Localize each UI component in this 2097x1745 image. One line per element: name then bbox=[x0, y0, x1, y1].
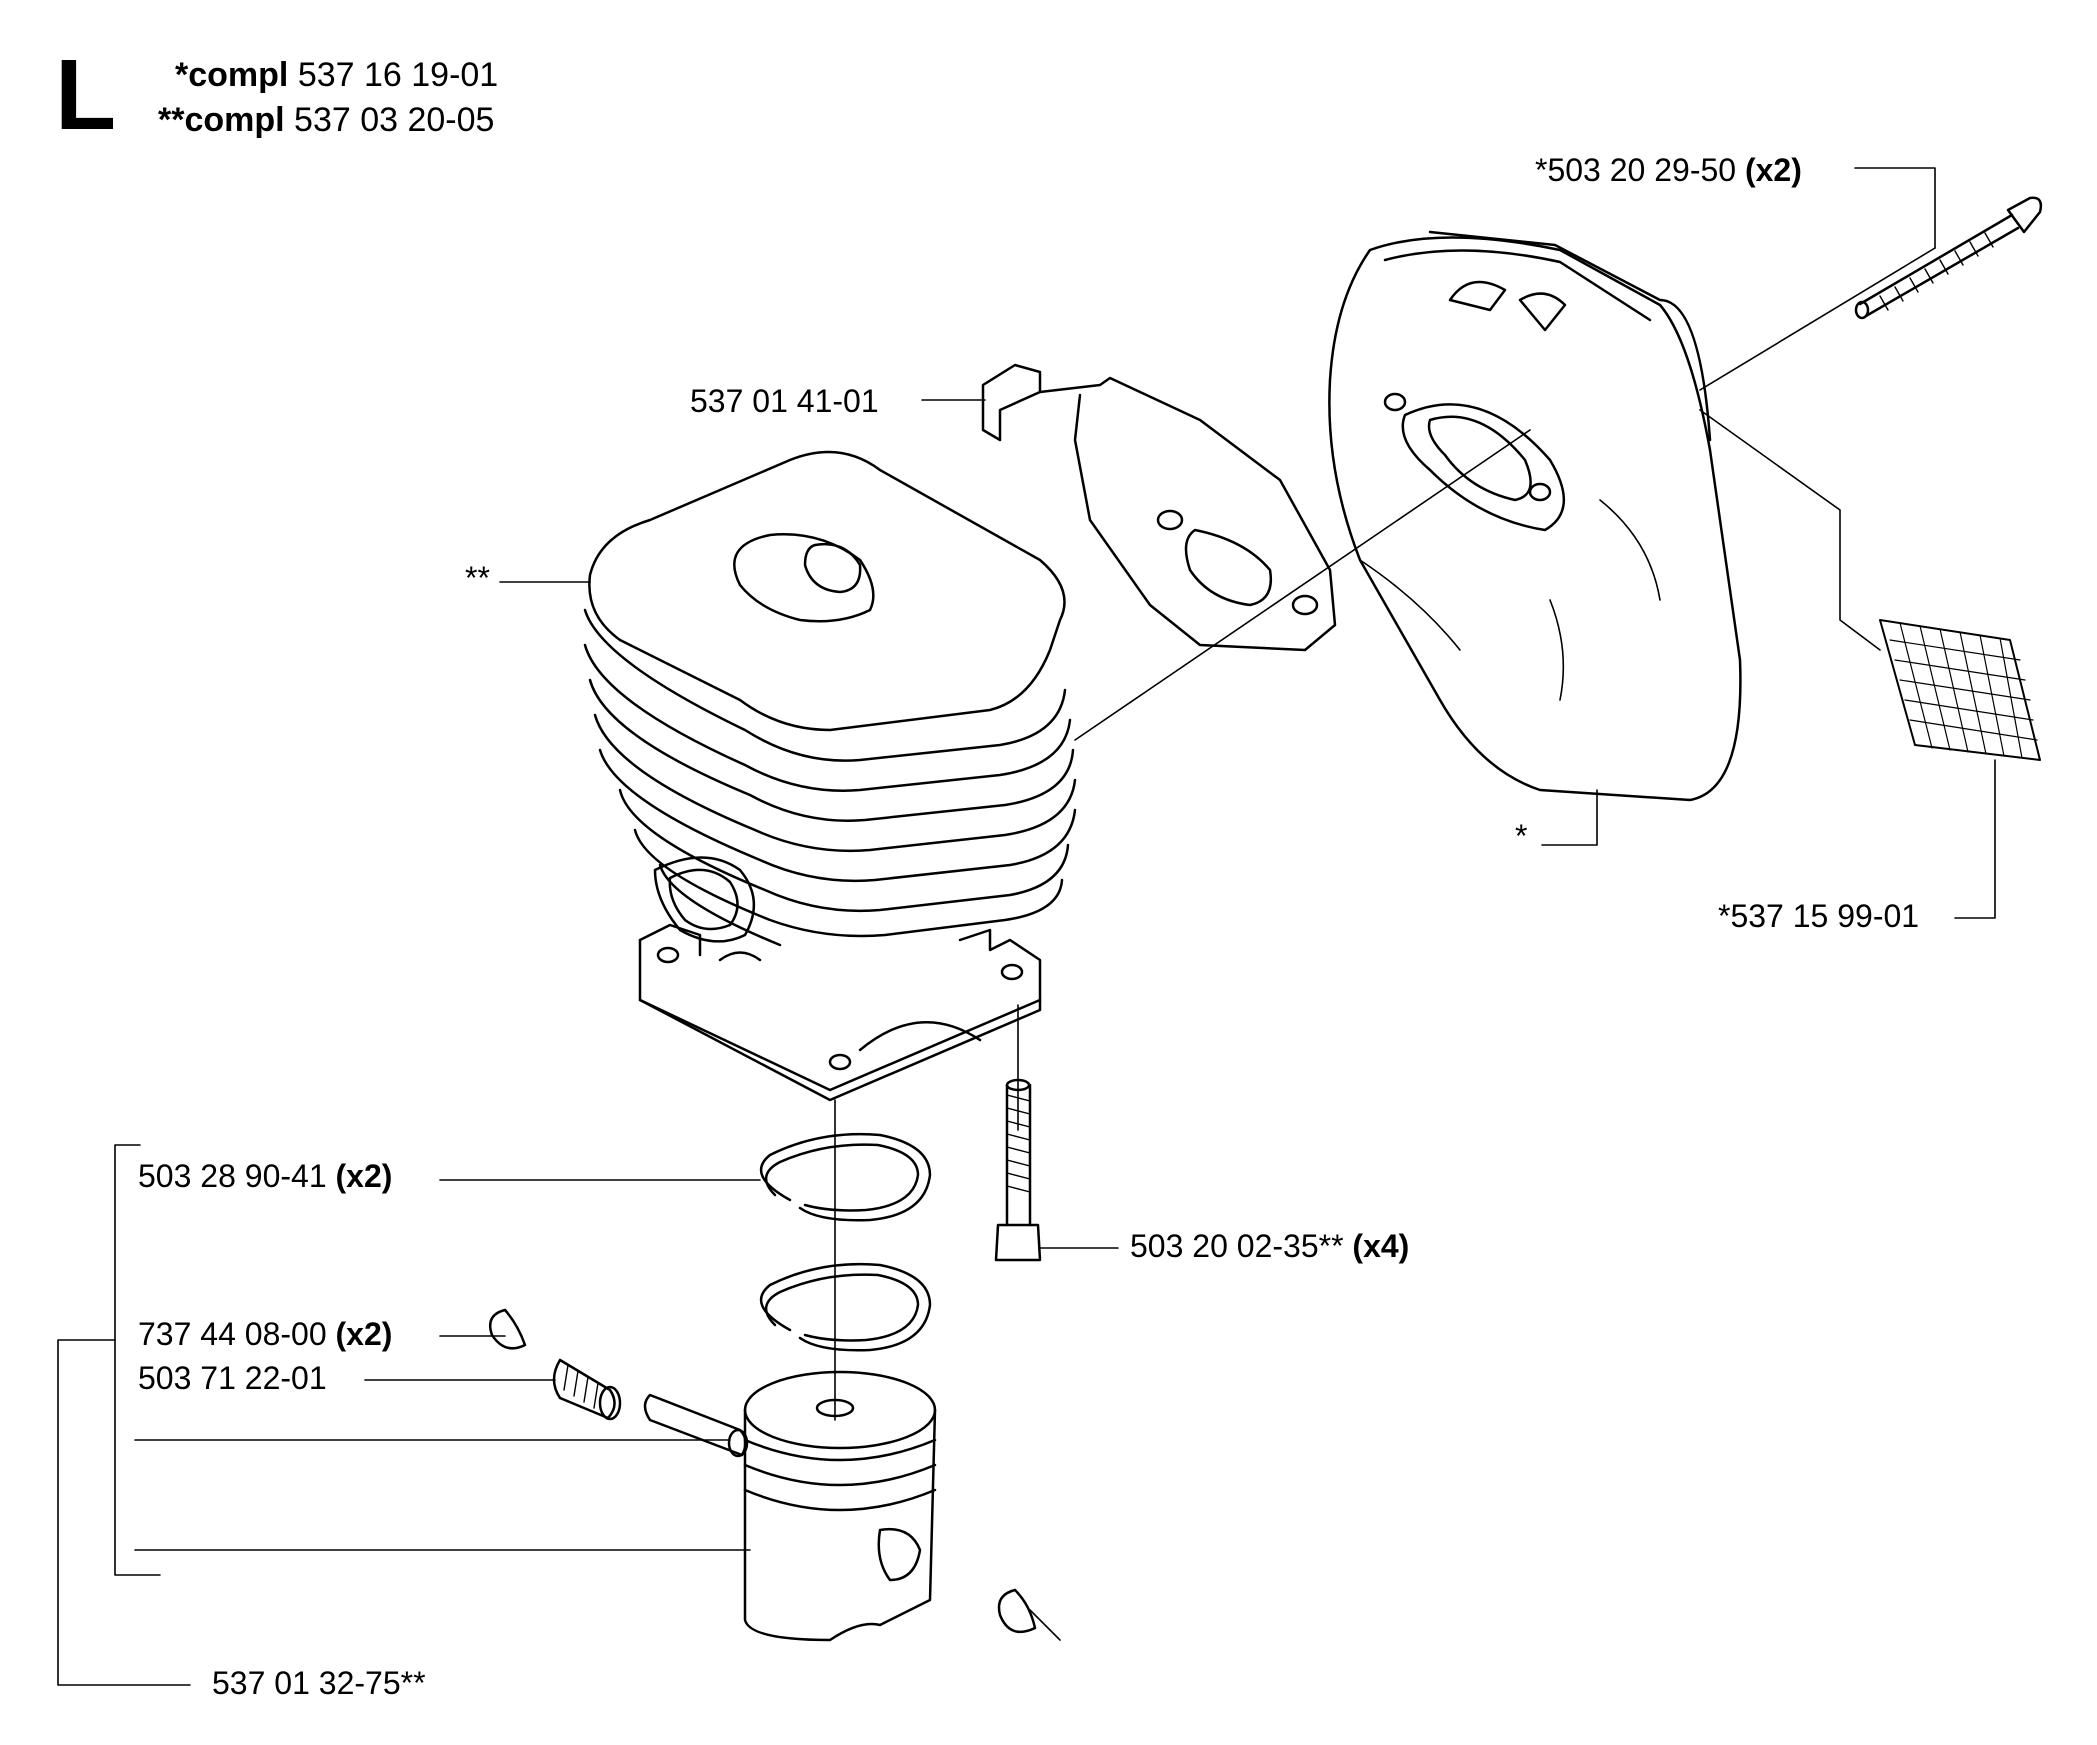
muffler-drawing bbox=[1328, 230, 1742, 802]
header-compl-number-1: 537 16 19-01 bbox=[297, 56, 499, 94]
label-muffler-bolt: *503 20 29-50 (x2) bbox=[1535, 152, 1802, 188]
leader-screen bbox=[1954, 759, 1996, 919]
label-cyl-screw-number: 503 20 02-35** bbox=[1130, 1228, 1344, 1264]
label-ring: 503 28 90-41 (x2) bbox=[138, 1158, 392, 1194]
label-piston-kit-number: 537 01 32-75** bbox=[212, 1665, 426, 1701]
label-cylinder-number: ** bbox=[465, 560, 490, 596]
muffler-bolt-drawing bbox=[1854, 196, 2043, 320]
label-bearing: 503 71 22-01 bbox=[138, 1360, 327, 1396]
leader-muffler-bolt-axis bbox=[1699, 247, 1936, 391]
label-screen: *537 15 99-01 bbox=[1718, 898, 1919, 934]
label-cyl-screw: 503 20 02-35** (x4) bbox=[1130, 1228, 1409, 1264]
header-compl-prefix-2: **compl bbox=[158, 101, 285, 139]
piston-drawing bbox=[743, 1370, 937, 1642]
label-circlip: 737 44 08-00 (x2) bbox=[138, 1316, 392, 1352]
label-piston-kit: 537 01 32-75** bbox=[212, 1665, 426, 1701]
label-cyl-screw-qty: (x4) bbox=[1352, 1228, 1410, 1264]
header-line-2: **compl 537 03 20-05 bbox=[158, 100, 494, 140]
header-compl-number-2: 537 03 20-05 bbox=[294, 101, 495, 139]
label-screen-number: *537 15 99-01 bbox=[1718, 898, 1920, 934]
needle-bearing-drawing bbox=[552, 1358, 622, 1421]
circlips-drawing bbox=[488, 1308, 1061, 1641]
piston-rings-drawing bbox=[759, 1132, 932, 1352]
label-bearing-number: 503 71 22-01 bbox=[138, 1360, 327, 1396]
label-circlip-qty: (x2) bbox=[335, 1316, 393, 1352]
label-ring-qty: (x2) bbox=[335, 1158, 393, 1194]
label-bracket-number: 537 01 41-01 bbox=[690, 383, 879, 419]
label-muffler-number: * bbox=[1515, 818, 1528, 854]
leader-port-axis bbox=[1074, 429, 1531, 741]
leader-lines bbox=[57, 167, 1996, 1686]
leader-screen-axis bbox=[1699, 409, 1881, 651]
section-letter: L bbox=[55, 39, 117, 151]
header-line-1: *compl 537 16 19-01 bbox=[175, 55, 498, 95]
cylinder-drawing bbox=[583, 450, 1077, 1102]
leader-muffler bbox=[1541, 789, 1598, 846]
label-ring-number: 503 28 90-41 bbox=[138, 1158, 327, 1194]
screen-mesh-drawing bbox=[1879, 619, 2041, 761]
label-bracket: 537 01 41-01 bbox=[690, 383, 879, 419]
label-circlip-number: 737 44 08-00 bbox=[138, 1316, 327, 1352]
bracket-drawing bbox=[981, 363, 1337, 652]
label-muffler: * bbox=[1515, 818, 1527, 854]
cylinder-screw-drawing bbox=[994, 1078, 1042, 1262]
leader-muffler-bolt bbox=[1854, 167, 1936, 249]
label-cylinder: ** bbox=[465, 560, 490, 596]
piston-pin-drawing bbox=[643, 1393, 749, 1458]
leader-bracket-group-outer bbox=[57, 1339, 191, 1686]
header-compl-prefix-1: *compl bbox=[175, 56, 289, 94]
label-muffler-bolt-number: *503 20 29-50 bbox=[1535, 152, 1737, 188]
label-muffler-bolt-qty: (x2) bbox=[1744, 152, 1802, 188]
leader-bracket-group-inner bbox=[114, 1144, 161, 1576]
